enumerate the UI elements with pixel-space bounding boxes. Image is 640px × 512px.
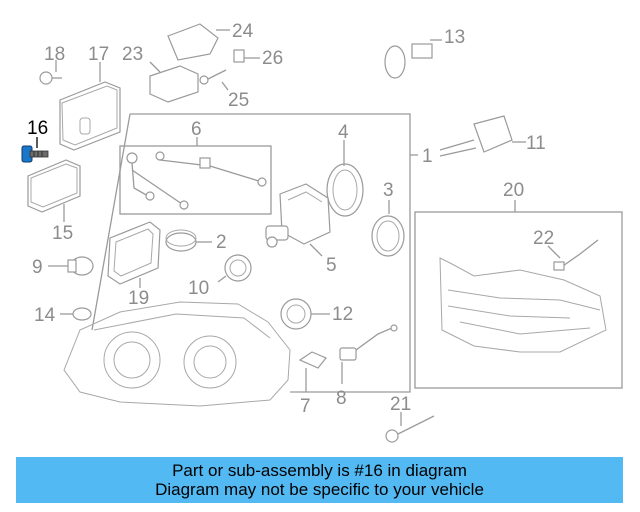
part-16-screw bbox=[21, 137, 49, 163]
part-23-module bbox=[149, 61, 199, 103]
banner-line-2: Diagram may not be specific to your vehi… bbox=[155, 480, 484, 499]
callout-4: 4 bbox=[338, 122, 349, 143]
part-4-ring bbox=[326, 140, 364, 217]
callout-16: 16 bbox=[27, 118, 48, 139]
part-19-gasket bbox=[107, 221, 161, 288]
part-21-bolt bbox=[385, 412, 435, 443]
part-24-bracket bbox=[167, 23, 230, 61]
part-6-box bbox=[119, 137, 272, 215]
part-14-cap bbox=[60, 307, 92, 321]
part-6-arm bbox=[126, 151, 267, 210]
callout-11: 11 bbox=[526, 133, 546, 154]
part-17-module bbox=[59, 62, 121, 151]
callout-8: 8 bbox=[336, 388, 347, 409]
callout-19: 19 bbox=[128, 288, 149, 309]
part-5-motor bbox=[265, 183, 331, 257]
callout-3: 3 bbox=[383, 180, 394, 201]
callout-2: 2 bbox=[216, 232, 227, 253]
part-20-box bbox=[414, 200, 623, 389]
callout-9: 9 bbox=[32, 257, 43, 278]
part-11-bulb bbox=[439, 115, 526, 157]
callout-17: 17 bbox=[88, 44, 109, 65]
callout-10: 10 bbox=[188, 278, 209, 299]
part-3-ring bbox=[371, 200, 405, 257]
callout-22: 22 bbox=[533, 228, 554, 249]
callout-26: 26 bbox=[262, 48, 283, 69]
part-10-socket bbox=[217, 254, 252, 283]
callout-14: 14 bbox=[34, 305, 56, 326]
callout-5: 5 bbox=[326, 255, 337, 276]
part-22-wire bbox=[547, 239, 599, 271]
part-7-bulb bbox=[298, 351, 327, 392]
info-banner: Part or sub-assembly is #16 in diagram D… bbox=[16, 457, 623, 503]
housing-frame bbox=[91, 113, 418, 393]
callout-20: 20 bbox=[503, 180, 524, 201]
part-2-cap bbox=[165, 229, 212, 252]
headlamp-housing bbox=[63, 301, 291, 407]
callout-21: 21 bbox=[390, 394, 411, 415]
part-9-bulb bbox=[48, 256, 94, 276]
callout-7: 7 bbox=[300, 396, 311, 417]
part-12-socket bbox=[280, 298, 330, 330]
part-15-ballast bbox=[27, 159, 81, 222]
callout-25: 25 bbox=[228, 90, 249, 111]
part-25-screw bbox=[199, 69, 229, 91]
part-26-clip bbox=[233, 49, 260, 63]
callout-6: 6 bbox=[191, 119, 202, 140]
part-20-bracket bbox=[439, 257, 607, 353]
callout-1: 1 bbox=[422, 146, 433, 167]
callout-18: 18 bbox=[44, 44, 65, 65]
part-13-bulb bbox=[384, 39, 442, 79]
callout-13: 13 bbox=[444, 27, 465, 48]
banner-line-1: Part or sub-assembly is #16 in diagram bbox=[172, 461, 467, 480]
callout-23: 23 bbox=[122, 44, 143, 65]
callout-labels: 1 2 3 4 5 6 7 8 9 10 11 12 13 14 15 16 1… bbox=[27, 21, 554, 417]
callout-15: 15 bbox=[52, 223, 73, 244]
part-18-bolt bbox=[39, 60, 62, 85]
callout-24: 24 bbox=[232, 21, 254, 42]
part-8-connector bbox=[339, 324, 398, 384]
callout-12: 12 bbox=[332, 304, 353, 325]
